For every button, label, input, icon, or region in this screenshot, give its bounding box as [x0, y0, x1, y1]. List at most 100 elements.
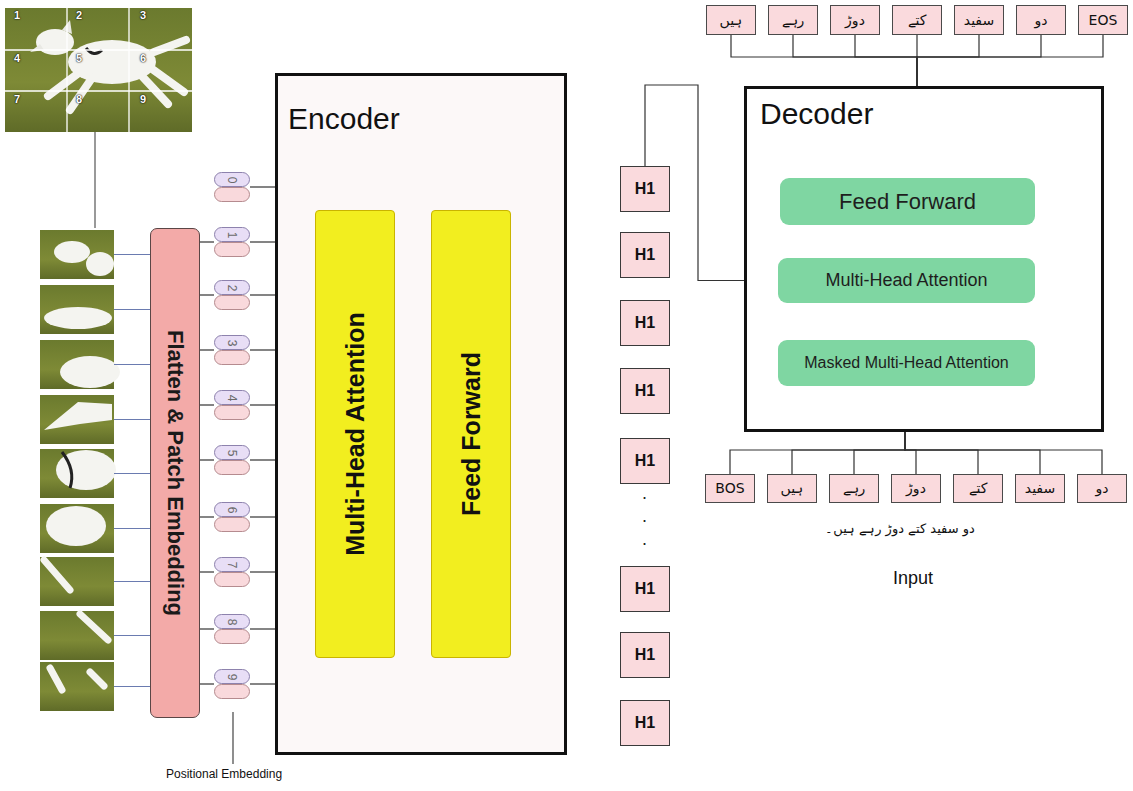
- positional-embedding: 6: [214, 502, 250, 532]
- connector: [250, 683, 275, 684]
- connector: [905, 432, 1102, 474]
- block-title: Encoder: [288, 102, 400, 137]
- box-label: سفید: [1025, 480, 1055, 496]
- patch: [40, 230, 114, 279]
- hidden-state: H1: [620, 700, 670, 746]
- decoder-block: DecoderFeed ForwardMulti-Head AttentionM…: [744, 86, 1104, 432]
- embedding-index: 5: [225, 449, 239, 456]
- output-token: ہیں: [706, 5, 756, 35]
- patch: [40, 662, 114, 711]
- connector: [200, 571, 214, 572]
- attention-layer: Multi-Head Attention: [778, 258, 1035, 303]
- patch-dog: [54, 241, 90, 263]
- positional-embedding: 5: [214, 445, 250, 475]
- callout-number: 2: [76, 9, 82, 22]
- dog-snout: [30, 44, 44, 52]
- box-label: سفید: [964, 12, 994, 28]
- positional-embedding: 1: [214, 227, 250, 257]
- connector: [792, 432, 905, 474]
- box-label: H1: [635, 714, 655, 732]
- connector: [793, 35, 917, 86]
- layer-name: Multi-Head Attention: [341, 312, 370, 555]
- pill-half: [214, 295, 250, 310]
- box-label: Feed Forward: [839, 189, 976, 214]
- pill-half: [214, 350, 250, 365]
- hidden-state: H1: [620, 438, 670, 484]
- patch: [40, 611, 114, 660]
- connector: [200, 404, 214, 405]
- patch-dog: [86, 252, 114, 276]
- input-token: سفید: [1015, 474, 1065, 503]
- box-label: کتے: [908, 12, 927, 28]
- box-label: کتے: [969, 480, 988, 496]
- embedding-index: 8: [225, 618, 239, 625]
- patch: [40, 285, 114, 334]
- layer-name: Flatten & Patch Embedding: [162, 330, 188, 616]
- box-label: دوڑ: [845, 12, 865, 28]
- leader-line: [232, 712, 233, 764]
- callout-number: 8: [76, 93, 82, 106]
- hidden-state: H1: [620, 232, 670, 278]
- box-label: EOS: [1089, 12, 1118, 28]
- connector: [200, 459, 214, 460]
- pill-half: [214, 684, 250, 699]
- axis-label: Positional Embedding: [166, 768, 282, 782]
- box-label: دو: [1096, 480, 1109, 496]
- photo-ground: [5, 8, 192, 132]
- input-token: کتے: [953, 474, 1003, 503]
- callout-number: 5: [76, 52, 82, 65]
- patch: [40, 557, 114, 606]
- layer-name: Feed Forward: [457, 352, 486, 516]
- callout-number: 4: [14, 52, 20, 65]
- patch-collar: [62, 452, 72, 488]
- connector: [250, 349, 275, 350]
- positional-embedding: 8: [214, 614, 250, 644]
- connector: [917, 35, 1041, 86]
- positional-embedding: 0: [214, 172, 250, 202]
- connector: [250, 571, 275, 572]
- pill-half: [214, 517, 250, 532]
- box-label: H1: [635, 580, 655, 598]
- sentence: دو سفید کتے دوڑ رہے ہیں۔: [825, 522, 975, 537]
- connector: [917, 35, 979, 86]
- output-token: رہے: [768, 5, 818, 35]
- ellipsis-dot: .: [642, 483, 647, 504]
- leader-line: [94, 132, 95, 228]
- positional-embedding: 2: [214, 280, 250, 310]
- patch-dog: [50, 668, 104, 690]
- pill-half: [214, 242, 250, 257]
- feed-forward-layer: Feed Forward: [431, 210, 511, 658]
- output-token: EOS: [1078, 5, 1128, 35]
- embedding-index: 3: [225, 339, 239, 346]
- pill-half: [214, 405, 250, 420]
- input-token: دو: [1077, 474, 1127, 503]
- box-label: H1: [635, 382, 655, 400]
- patch-dog: [44, 560, 70, 590]
- positional-embedding: 3: [214, 335, 250, 365]
- box-label: BOS: [715, 480, 744, 496]
- block-title: Decoder: [760, 97, 873, 132]
- pill-half: [214, 629, 250, 644]
- callout-number: 9: [140, 93, 146, 106]
- patch: [40, 395, 114, 444]
- box-label: Multi-Head Attention: [825, 270, 987, 291]
- attention-layer: Multi-Head Attention: [315, 210, 395, 658]
- connector: [855, 35, 917, 86]
- connector: [250, 241, 275, 242]
- embedding-index: 9: [225, 673, 239, 680]
- patch-embedding-box: Flatten & Patch Embedding: [150, 228, 200, 718]
- box-label: Masked Multi-Head Attention: [804, 354, 1009, 372]
- patch-dog: [56, 450, 116, 490]
- box-label: H1: [635, 646, 655, 664]
- connector: [250, 404, 275, 405]
- patch-wires: [114, 255, 150, 687]
- connector: [905, 432, 978, 474]
- connector: [730, 432, 905, 474]
- embedding-index: 0: [225, 176, 239, 183]
- connector: [731, 35, 917, 86]
- box-label: دو: [1035, 12, 1048, 28]
- box-label: رہے: [782, 12, 805, 28]
- embedding-index: 1: [225, 231, 239, 238]
- patch: [40, 504, 114, 553]
